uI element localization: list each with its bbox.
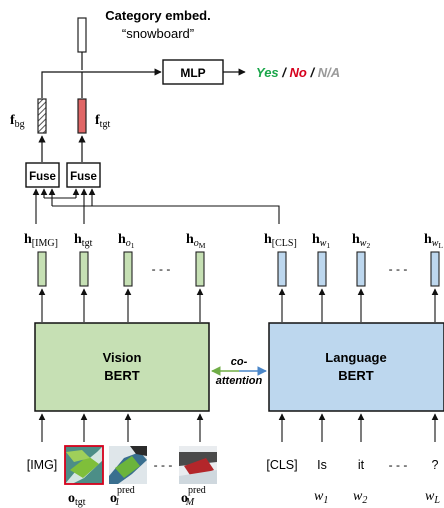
h-o1-label: ho1 [118, 232, 135, 250]
answer-no: No [290, 65, 307, 80]
answer-yes: Yes [256, 65, 279, 80]
language-bert-line2: BERT [338, 368, 373, 383]
language-up-arrows [278, 288, 439, 322]
answer-sep-1: / [279, 65, 290, 80]
word-L-token: ? [432, 458, 439, 472]
wL-label: wL [425, 489, 440, 506]
language-bert-box [268, 322, 444, 412]
fbg-vector [37, 98, 47, 134]
vision-input-arrows [38, 413, 204, 442]
h-cls-label: h[CLS] [264, 232, 297, 249]
ftgt-vector [77, 98, 87, 134]
vision-up-arrows [38, 288, 204, 322]
vision-embedding-tgt [79, 251, 89, 287]
language-ellipsis-top: - - - [389, 262, 408, 276]
vision-ellipsis-top: - - - [152, 262, 171, 276]
mlp-label: MLP [180, 66, 205, 80]
ftgt-base: f [95, 113, 100, 128]
route-h-cls [52, 205, 280, 224]
fbg-base: f [10, 113, 15, 128]
answer-options: Yes / No / N/A [256, 65, 340, 80]
fbg-sub: bg [15, 119, 25, 130]
language-ellipsis-bottom: - - - [389, 458, 408, 472]
h-tgt-label: htgt [74, 232, 93, 249]
answer-sep-2: / [307, 65, 318, 80]
fbg-label: fbg [10, 113, 25, 130]
h-w2-label: hw2 [352, 232, 370, 250]
coattention-line2: attention [216, 375, 263, 387]
word-2-token: it [358, 458, 365, 472]
word-1-token: Is [317, 458, 327, 472]
coattention-line1: co- [231, 356, 248, 368]
vision-bert-box [34, 322, 210, 412]
fuse-label-left: Fuse [29, 171, 56, 183]
vision-embedding-oM [195, 251, 205, 287]
vision-embedding-img [37, 251, 47, 287]
category-embedding-vector [77, 17, 87, 53]
cls-token-label: [CLS] [266, 458, 297, 472]
h-oM-label: hoM [186, 232, 206, 250]
vision-h-labels: h[IMG] htgt ho1 hoM [24, 232, 206, 250]
vision-bert-line1: Vision [103, 350, 142, 365]
predicted-region-1-image [109, 446, 147, 484]
h-wL-label: hwL [424, 232, 443, 250]
ftgt-sub: tgt [100, 119, 111, 130]
h-img-label: h[IMG] [24, 232, 58, 249]
img-token-label: [IMG] [27, 458, 58, 472]
language-embedding-w2 [356, 251, 366, 287]
language-input-labels: w1 w2 wL [314, 489, 440, 506]
language-h-labels: h[CLS] hw1 hw2 hwL [264, 232, 443, 250]
vision-bert-line2: BERT [104, 368, 139, 383]
vision-embedding-o1 [123, 251, 133, 287]
vision-ellipsis-bottom: - - - [154, 458, 173, 472]
predicted-region-M-image [179, 446, 217, 484]
target-region-image [64, 445, 104, 485]
fuse-box-right [66, 162, 101, 188]
ftgt-label: ftgt [95, 113, 110, 130]
w2-label: w2 [353, 489, 367, 506]
language-embedding-cls [277, 251, 287, 287]
language-input-arrows [278, 413, 439, 442]
answer-na: N/A [318, 65, 340, 80]
language-embedding-wL [430, 251, 440, 287]
fbg-to-mlp-line [41, 68, 162, 98]
language-bert-line1: Language [325, 350, 386, 365]
fuse-box-left [25, 162, 60, 188]
o-tgt-label: otgt [68, 491, 86, 508]
w1-label: w1 [314, 489, 328, 506]
h-w1-label: hw1 [312, 232, 330, 250]
category-title: Category embed. [105, 8, 210, 23]
language-embedding-w1 [317, 251, 327, 287]
category-value: “snowboard” [122, 26, 194, 41]
fuse-label-right: Fuse [70, 171, 97, 183]
